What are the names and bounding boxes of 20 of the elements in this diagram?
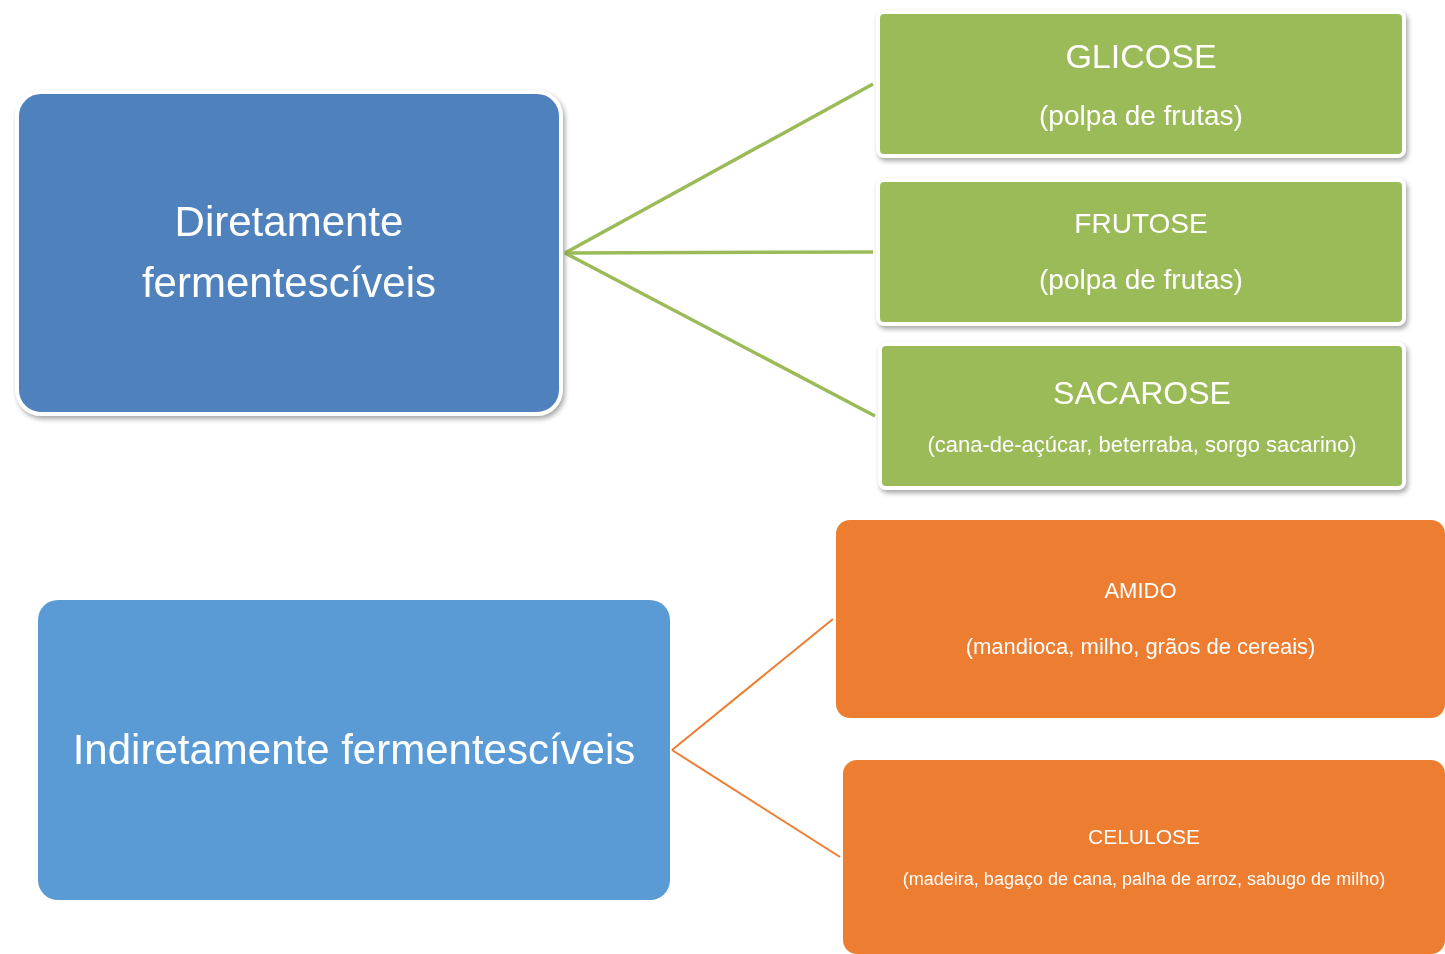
connector-line [564, 82, 874, 255]
connector-line [671, 618, 834, 751]
box-heading: GLICOSE [1064, 35, 1218, 77]
connector-line [565, 250, 873, 255]
box-heading: AMIDO [1103, 577, 1178, 604]
box-description: (cana-de-açúcar, beterraba, sorgo sacarino) [926, 432, 1358, 459]
box-description: (polpa de frutas) [1038, 263, 1244, 297]
box-description: (polpa de frutas) [1038, 98, 1244, 133]
box-heading: CELULOSE [1086, 823, 1201, 849]
box-heading: SACAROSE [1052, 373, 1232, 412]
category-box [38, 600, 670, 900]
box-label: Diretamente fermentescíveis [140, 197, 438, 308]
connector-line [671, 749, 841, 858]
box-heading: FRUTOSE [1073, 207, 1209, 241]
box-description: (mandioca, milho, grãos de cereais) [964, 634, 1317, 661]
connector-line [564, 251, 876, 418]
box-label: Indiretamente fermentescíveis [71, 724, 637, 775]
box-description: (madeira, bagaço de cana, palha de arroz, sabugo de milho) [901, 868, 1387, 891]
polysaccharide-box [843, 760, 1445, 954]
polysaccharide-box [836, 520, 1445, 718]
